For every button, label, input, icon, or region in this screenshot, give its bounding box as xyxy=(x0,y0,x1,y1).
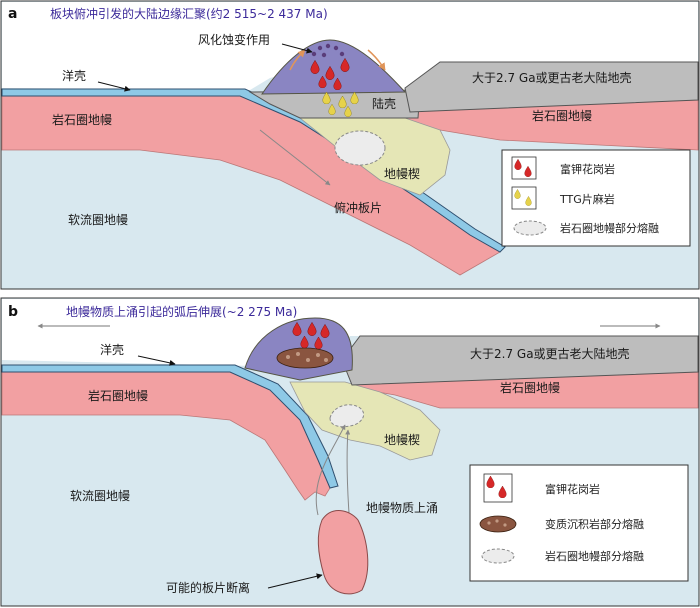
panel-b-legend-label-3: 岩石圈地幔部分熔融 xyxy=(545,549,644,563)
panel-a-legend-label-3: 岩石圈地幔部分熔融 xyxy=(560,221,659,235)
panel-b-old-continent-label: 大于2.7 Ga或更古老大陆地壳 xyxy=(470,346,630,361)
panel-b-asthenosphere-label: 软流圈地幔 xyxy=(70,488,130,503)
panel-a-ocean-crust-pointer xyxy=(97,81,131,92)
panel-b-sky xyxy=(2,299,698,366)
panel-a-letter: a xyxy=(8,6,17,22)
panel-a-asthenosphere-label: 软流圈地幔 xyxy=(68,212,128,227)
panel-b: b 地幔物质上涌引起的弧后伸展(~2 275 Ma) 洋壳 岩石圈地幔 大于2.… xyxy=(0,297,700,607)
panel-a-granite-dome xyxy=(261,39,407,95)
panel-b-breakoff-slab xyxy=(317,510,369,595)
panel-a-old-continent xyxy=(404,61,699,113)
mantle-melt-icon xyxy=(513,220,547,236)
panel-b-oceanic-crust xyxy=(1,364,339,489)
panel-b-legend-label-1: 富钾花岗岩 xyxy=(545,482,600,496)
panel-a-slab-label: 俯冲板片 xyxy=(334,200,382,215)
panel-a-weathering-arrow-right xyxy=(367,49,386,71)
panel-b-old-continent xyxy=(341,335,699,386)
panel-b-lith-left-label: 岩石圈地幔 xyxy=(88,388,148,403)
granite-drops-icon xyxy=(483,473,513,503)
mantle-melt-icon xyxy=(481,548,515,564)
panel-b-breakoff-label: 可能的板片断离 xyxy=(166,580,250,595)
panel-a-mantle-melt xyxy=(334,130,386,166)
panel-b-mantle-melt xyxy=(329,404,365,428)
panel-a-continental-crust-label: 陆壳 xyxy=(372,96,396,111)
panel-b-legend-label-2: 变质沉积岩部分熔融 xyxy=(545,517,644,531)
panel-b-letter: b xyxy=(8,304,18,320)
panel-b-ocean-crust-label: 洋壳 xyxy=(100,342,124,357)
panel-a-dome-dots xyxy=(311,43,345,58)
panel-a-legend: 富钾花岗岩 TTG片麻岩 岩石圈地幔部分熔融 xyxy=(501,149,691,247)
sediment-melt-icon xyxy=(479,515,517,533)
panel-b-upwelling-label: 地幔物质上涌 xyxy=(366,500,438,515)
panel-a-mantle-wedge-label: 地幔楔 xyxy=(384,166,420,181)
panel-b-mantle-wedge-label: 地幔楔 xyxy=(384,432,420,447)
panel-a: a 板块俯冲引发的大陆边缘汇聚(约2 515~2 437 Ma) 风化蚀变作用 … xyxy=(0,0,700,290)
panel-b-sediment-melt xyxy=(276,347,334,369)
panel-b-mantle-wedge xyxy=(289,381,441,461)
panel-b-ocean-crust-pointer xyxy=(137,355,176,366)
panel-a-title: 板块俯冲引发的大陆边缘汇聚(约2 515~2 437 Ma) xyxy=(50,6,328,21)
panel-a-lith-left-label: 岩石圈地幔 xyxy=(52,112,112,127)
panel-b-sediment-dots xyxy=(286,352,328,362)
panel-a-subduction-arrow xyxy=(259,129,331,186)
panel-a-weathering-pointer xyxy=(281,43,313,54)
panel-b-legend: 富钾花岗岩 变质沉积岩部分熔融 岩石圈地幔部分熔融 xyxy=(469,464,689,582)
panel-b-lith-right-label: 岩石圈地幔 xyxy=(500,380,560,395)
panel-b-title: 地幔物质上涌引起的弧后伸展(~2 275 Ma) xyxy=(66,304,297,319)
panel-a-weathering-label: 风化蚀变作用 xyxy=(198,32,270,47)
panel-a-legend-label-2: TTG片麻岩 xyxy=(559,192,615,206)
panel-a-old-continent-label: 大于2.7 Ga或更古老大陆地壳 xyxy=(472,70,632,85)
panel-b-breakoff-pointer xyxy=(267,573,323,589)
panel-a-weathering-arrow-left xyxy=(289,49,306,71)
panel-a-lith-right-label: 岩石圈地幔 xyxy=(532,108,592,123)
panel-b-upwelling-arrow-1 xyxy=(315,424,346,516)
panel-a-legend-label-1: 富钾花岗岩 xyxy=(560,162,615,176)
panel-a-ocean-crust-label: 洋壳 xyxy=(62,68,86,83)
